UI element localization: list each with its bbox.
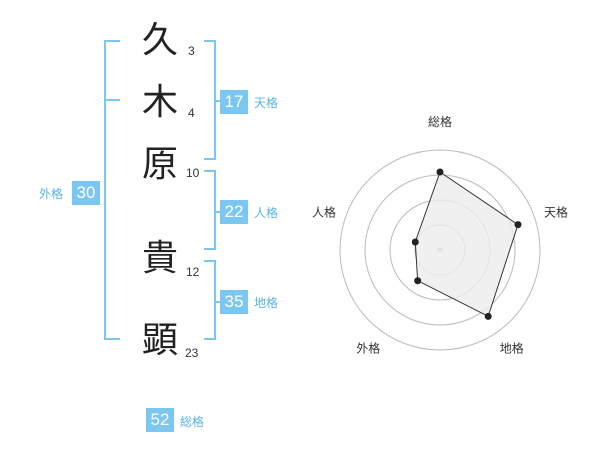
radar-axis-label-3: 外格 bbox=[356, 341, 380, 356]
chikaku-bracket bbox=[204, 260, 216, 340]
radar-axis-label-2: 地格 bbox=[500, 341, 524, 356]
radar-axis-label-0: 総格 bbox=[428, 114, 452, 129]
radar-point-1 bbox=[514, 221, 522, 229]
tenkaku-bracket bbox=[204, 40, 216, 160]
jinkaku-bracket bbox=[204, 170, 216, 250]
jinkaku-label: 人格 bbox=[254, 206, 279, 220]
gaikaku-badge: 30 bbox=[72, 181, 100, 205]
name-char-3: 原 bbox=[141, 144, 178, 185]
name-char-5: 顕 bbox=[141, 320, 178, 361]
gaikaku-bracket bbox=[104, 40, 120, 340]
radar-axis-label-1: 天格 bbox=[544, 204, 568, 219]
soukaku-label: 総格 bbox=[180, 415, 205, 429]
stroke-count-4: 12 bbox=[186, 265, 200, 279]
name-char-4: 貴 bbox=[141, 238, 178, 279]
radar-series-polygon bbox=[414, 171, 519, 318]
stroke-count-3: 10 bbox=[186, 166, 200, 180]
jinkaku-badge: 22 bbox=[220, 200, 248, 224]
radar-ring-4 bbox=[339, 149, 541, 351]
gaikaku-label: 外格 bbox=[39, 187, 64, 201]
soukaku-badge: 52 bbox=[146, 408, 174, 432]
jinkaku-bracket-tick bbox=[216, 211, 222, 213]
radar-axis-label-4: 人格 bbox=[312, 204, 336, 219]
tenkaku-bracket-tick bbox=[216, 100, 222, 102]
stroke-count-1: 3 bbox=[188, 44, 195, 58]
chikaku-badge: 35 bbox=[220, 290, 248, 314]
tenkaku-badge: 17 bbox=[220, 90, 248, 114]
name-char-2: 木 bbox=[141, 82, 178, 123]
chikaku-label: 地格 bbox=[254, 296, 279, 310]
chikaku-bracket-tick bbox=[216, 301, 222, 303]
stroke-count-2: 4 bbox=[188, 106, 195, 120]
radar-point-4 bbox=[411, 238, 419, 246]
tenkaku-label: 天格 bbox=[254, 96, 279, 110]
gaikaku-bracket-tick bbox=[104, 99, 120, 101]
stroke-count-5: 23 bbox=[185, 346, 199, 360]
name-char-1: 久 bbox=[141, 20, 178, 61]
radar-point-2 bbox=[484, 312, 492, 320]
radar-point-0 bbox=[436, 168, 444, 176]
radar-point-3 bbox=[414, 277, 422, 285]
